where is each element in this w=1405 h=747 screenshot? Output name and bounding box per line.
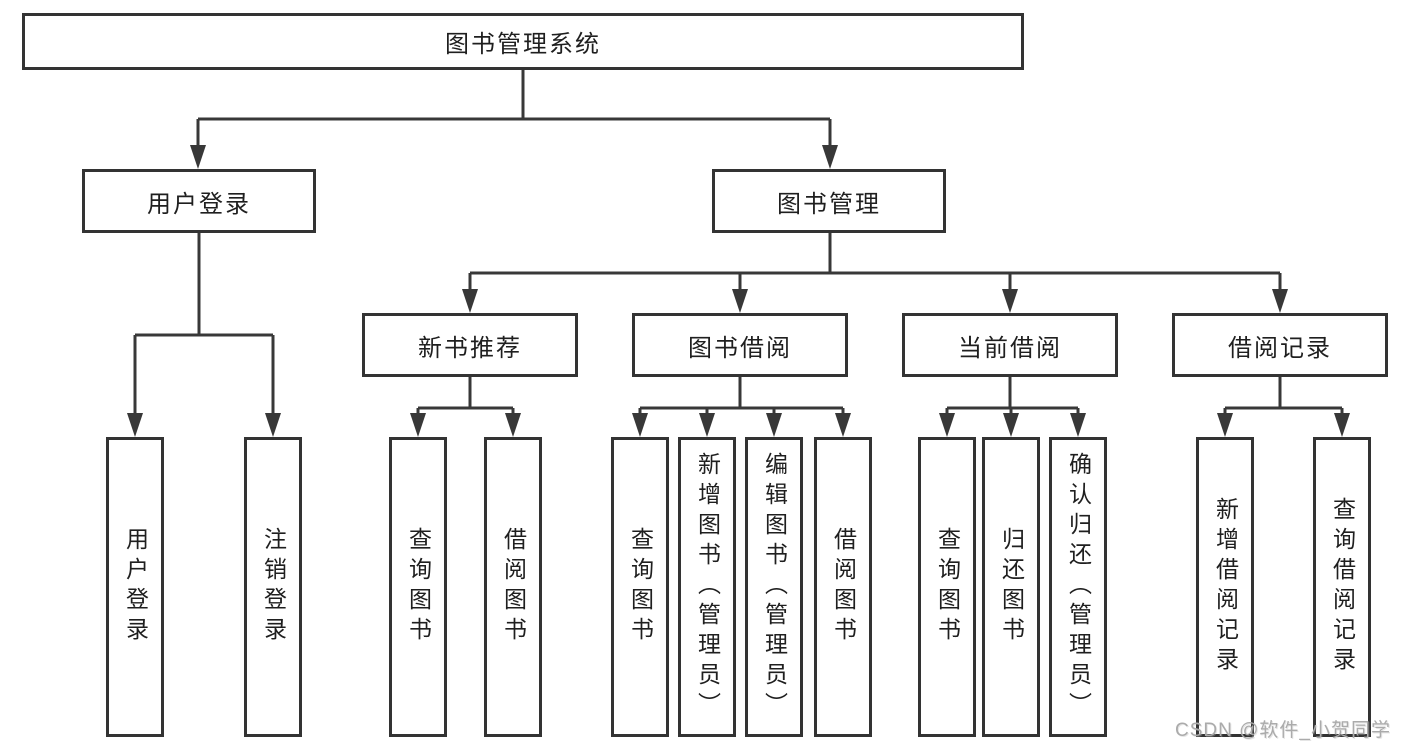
leaf-edit-book-admin: 编辑图书（管理员） — [745, 437, 803, 737]
node-borrowing-records: 借阅记录 — [1172, 313, 1388, 377]
node-label: 借阅图书 — [830, 527, 857, 647]
node-label: 编辑图书（管理员） — [761, 452, 788, 722]
node-label: 归还图书 — [998, 527, 1025, 647]
leaf-logout: 注销登录 — [244, 437, 302, 737]
node-user-login: 用户登录 — [82, 169, 316, 233]
leaf-confirm-return-admin: 确认归还（管理员） — [1049, 437, 1107, 737]
leaf-borrow-book-borrowing: 借阅图书 — [814, 437, 872, 737]
node-label: 查询图书 — [405, 527, 432, 647]
node-label: 借阅图书 — [500, 527, 527, 647]
node-label: 新增借阅记录 — [1212, 497, 1239, 677]
leaf-query-book-current: 查询图书 — [918, 437, 976, 737]
node-label: 图书管理系统 — [445, 31, 601, 58]
node-library-management-system: 图书管理系统 — [22, 13, 1024, 70]
node-current-borrowing: 当前借阅 — [902, 313, 1118, 377]
leaf-borrow-book-recommend: 借阅图书 — [484, 437, 542, 737]
leaf-query-book-borrowing: 查询图书 — [611, 437, 669, 737]
node-label: 查询图书 — [627, 527, 654, 647]
leaf-add-borrow-record: 新增借阅记录 — [1196, 437, 1254, 737]
leaf-user-login: 用户登录 — [106, 437, 164, 737]
csdn-watermark: CSDN @软件_小贺同学 — [1175, 720, 1391, 741]
leaf-query-book-recommend: 查询图书 — [389, 437, 447, 737]
node-label: 用户登录 — [147, 190, 251, 218]
node-label: 当前借阅 — [958, 334, 1062, 362]
node-new-book-recommend: 新书推荐 — [362, 313, 578, 377]
node-label: 图书管理 — [777, 190, 881, 218]
node-label: 查询图书 — [934, 527, 961, 647]
node-label: 用户登录 — [122, 527, 149, 647]
node-label: 查询借阅记录 — [1329, 497, 1356, 677]
leaf-return-book: 归还图书 — [982, 437, 1040, 737]
node-label: 确认归还（管理员） — [1065, 452, 1092, 722]
node-label: 新书推荐 — [418, 334, 522, 362]
node-book-management: 图书管理 — [712, 169, 946, 233]
node-book-borrowing: 图书借阅 — [632, 313, 848, 377]
node-label: 图书借阅 — [688, 334, 792, 362]
leaf-query-borrow-record: 查询借阅记录 — [1313, 437, 1371, 737]
leaf-add-book-admin: 新增图书（管理员） — [678, 437, 736, 737]
node-label: 借阅记录 — [1228, 334, 1332, 362]
node-label: 新增图书（管理员） — [694, 452, 721, 722]
node-label: 注销登录 — [260, 527, 287, 647]
